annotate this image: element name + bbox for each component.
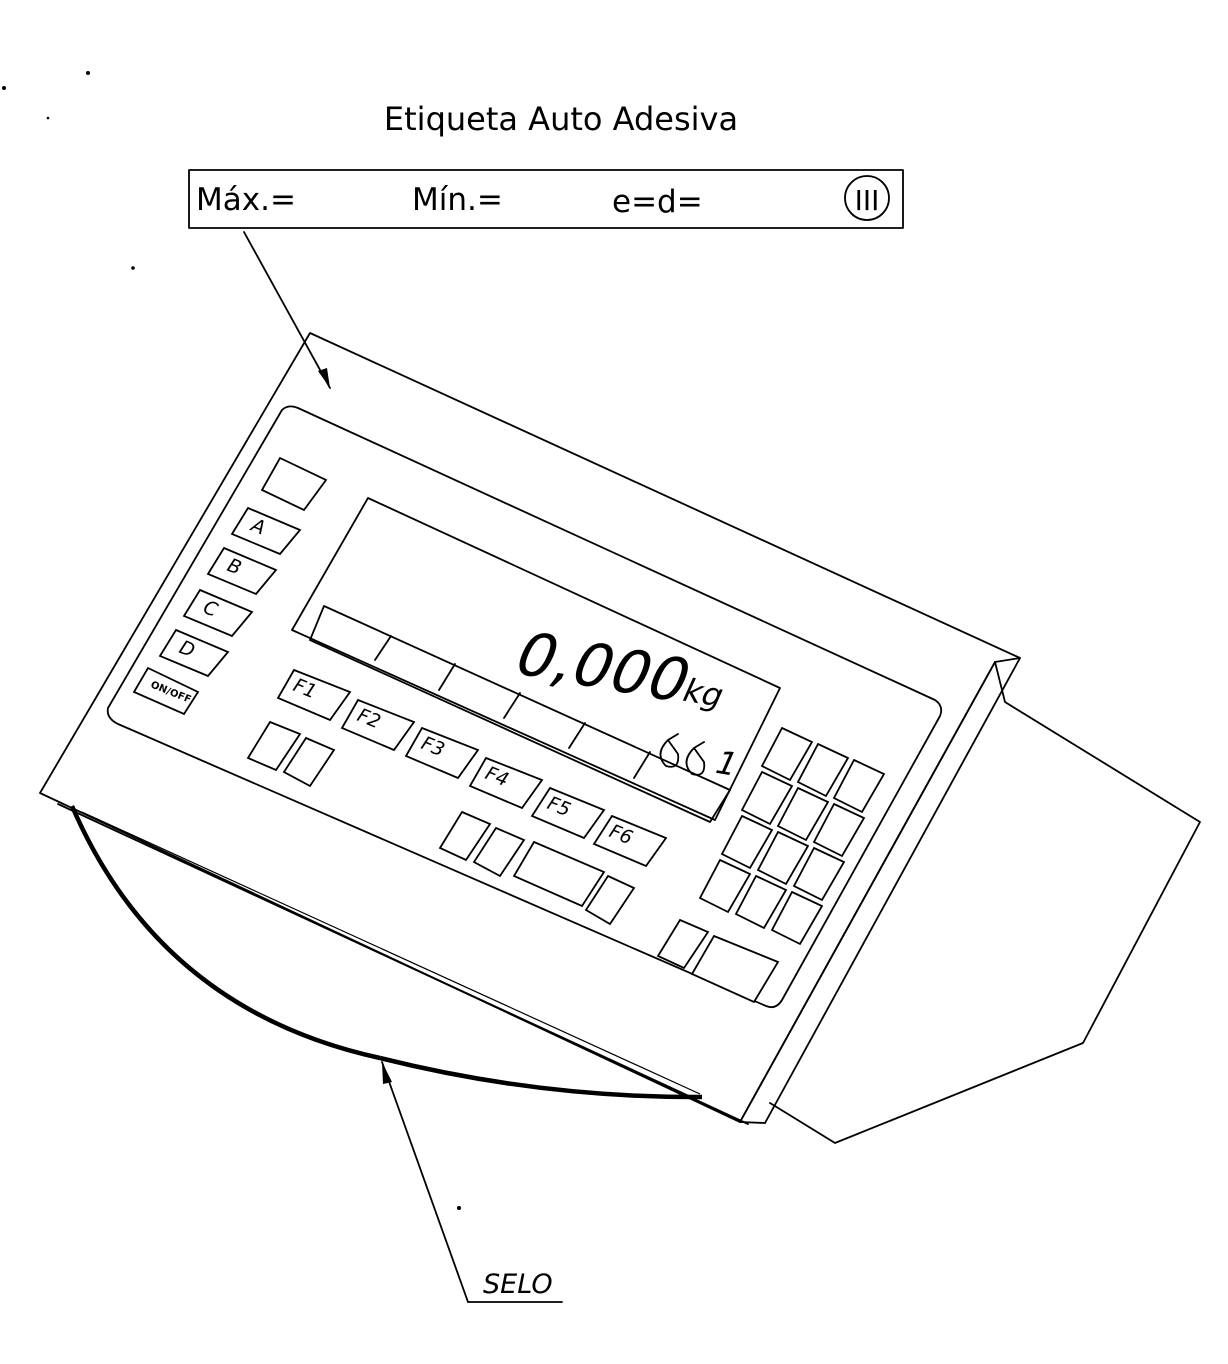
label-max: Máx.= bbox=[196, 182, 296, 218]
numeric-key[interactable] bbox=[776, 786, 830, 842]
base-dome-edge-lower bbox=[379, 1055, 703, 1100]
numeric-key[interactable] bbox=[812, 802, 866, 858]
function-key-F4[interactable]: F4 bbox=[468, 756, 544, 810]
function-key-F3[interactable]: F3 bbox=[404, 726, 480, 780]
left-key-on-off[interactable]: ON/OFF bbox=[132, 666, 200, 716]
numeric-key[interactable] bbox=[760, 726, 814, 782]
seal-leader-arrow bbox=[381, 1061, 563, 1303]
left-key-D[interactable]: D bbox=[158, 628, 230, 678]
display-window: 0,000 kg 1 bbox=[291, 497, 781, 823]
base-dome-edge bbox=[69, 805, 381, 1061]
paper-specks bbox=[2, 71, 461, 1210]
label-leader-arrow bbox=[243, 231, 331, 389]
numeric-key[interactable] bbox=[720, 814, 774, 870]
bottom-key[interactable] bbox=[584, 874, 636, 926]
adhesive-label: Máx.= Mín.= e=d= III bbox=[188, 169, 904, 229]
function-key-F1[interactable]: F1 bbox=[276, 668, 352, 722]
accuracy-class-circle bbox=[844, 175, 890, 221]
enter-key[interactable] bbox=[690, 934, 780, 1004]
small-key[interactable] bbox=[246, 720, 302, 772]
accuracy-class-symbol: III bbox=[855, 184, 880, 217]
adhesive-label-frame bbox=[188, 169, 904, 229]
front-housing bbox=[39, 332, 1021, 1125]
bottom-key[interactable] bbox=[438, 810, 492, 862]
label-min: Mín.= bbox=[412, 182, 503, 218]
left-key-C[interactable]: C bbox=[182, 588, 254, 638]
function-key-F6[interactable]: F6 bbox=[592, 814, 668, 868]
numeric-key[interactable] bbox=[770, 890, 824, 946]
stability-icon bbox=[659, 733, 706, 776]
numeric-key[interactable] bbox=[832, 758, 886, 814]
seal-label: SELO bbox=[483, 1269, 553, 1300]
enter-small-key[interactable] bbox=[656, 918, 710, 970]
left-key-blank[interactable] bbox=[260, 456, 328, 512]
page-title: Etiqueta Auto Adesiva bbox=[384, 100, 738, 138]
numeric-key[interactable] bbox=[740, 770, 794, 826]
left-key-B[interactable]: B bbox=[206, 546, 278, 596]
bottom-wide-key[interactable] bbox=[512, 840, 606, 908]
numeric-keypad bbox=[698, 726, 886, 946]
keypad-panel bbox=[106, 405, 943, 1009]
left-key-A[interactable]: A bbox=[230, 506, 302, 556]
bottom-key[interactable] bbox=[472, 826, 526, 878]
numeric-key[interactable] bbox=[698, 858, 752, 914]
numeric-key[interactable] bbox=[792, 846, 846, 902]
numeric-key[interactable] bbox=[796, 742, 850, 798]
function-key-F2[interactable]: F2 bbox=[340, 698, 416, 752]
label-e-d: e=d= bbox=[612, 184, 703, 220]
rear-housing bbox=[769, 661, 1201, 1144]
display-indicator: 1 bbox=[709, 744, 745, 783]
numeric-key[interactable] bbox=[734, 874, 788, 930]
numeric-key[interactable] bbox=[756, 830, 810, 886]
small-key[interactable] bbox=[282, 736, 336, 788]
function-key-F5[interactable]: F5 bbox=[530, 786, 606, 840]
